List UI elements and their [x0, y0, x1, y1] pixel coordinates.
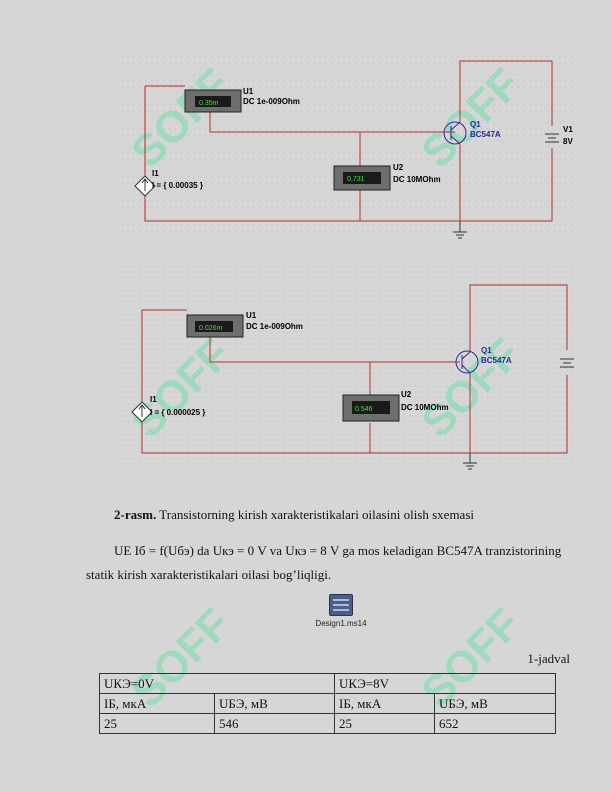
u1-reading: 0.35m [199, 100, 219, 107]
u2-name: U2 [393, 163, 404, 172]
q1-model: BC547A [470, 130, 501, 139]
data-table: UКЭ=0V UКЭ=8V IБ, мкА UБЭ, мВ IБ, мкА UБ… [99, 673, 556, 734]
figure-caption: 2-rasm. Transistorning kirish xarakteris… [114, 507, 474, 523]
v1-name: V1 [563, 125, 573, 134]
table-row: 25 546 25 652 [99, 713, 556, 734]
paragraph-line-1: UE Iб = f(Uбэ) da Uкэ = 0 V va Uкэ = 8 V… [114, 543, 562, 558]
u2-reading: 0.731 [347, 176, 365, 183]
transistor-icon [443, 121, 467, 145]
u1-reading: 0.026m [199, 325, 223, 332]
multisim-file-icon[interactable] [329, 594, 353, 616]
table-col-ib-1: IБ, мкА [99, 693, 215, 714]
table-header-uke-8: UКЭ=8V [334, 673, 556, 694]
table-header-row: UКЭ=0V UКЭ=8V [99, 673, 556, 694]
transistor-icon [455, 350, 479, 374]
table-cell: 25 [334, 713, 435, 734]
figure-caption-text: Transistorning kirish xarakteristikalari… [156, 507, 475, 522]
current-source-icon [131, 401, 153, 423]
figure-caption-label: 2-rasm. [114, 507, 157, 522]
circuit-schematic-2: I1 I = { 0.000025 } 0.026m U1 DC 1e-009O… [120, 265, 575, 470]
circuit-schematic-1: I1 I = { 0.00035 } 0.35m U1 DC 1e-009Ohm… [120, 56, 575, 239]
table-cell: 546 [214, 713, 335, 734]
table-cell: 25 [99, 713, 215, 734]
battery-icon [560, 358, 574, 368]
u1-spec: DC 1e-009Ohm [243, 97, 300, 106]
i1-name: I1 [150, 395, 157, 404]
u2-spec: DC 10MOhm [393, 175, 441, 184]
table-subheader-row: IБ, мкА UБЭ, мВ IБ, мкА UБЭ, мВ [99, 693, 556, 714]
paragraph-line-2: statik kirish xarakteristikalari oilasi … [86, 567, 332, 582]
table-label: 1-jadval [527, 651, 570, 666]
file-name-label: Design1.ms14 [315, 619, 367, 628]
current-source-icon [134, 175, 156, 197]
i1-value: I = { 0.00035 } [152, 181, 203, 190]
table-col-ube-1: UБЭ, мВ [214, 693, 335, 714]
q1-name: Q1 [470, 120, 481, 129]
u2-name: U2 [401, 390, 412, 399]
i1-name: I1 [152, 169, 159, 178]
u2-spec: DC 10MOhm [401, 403, 449, 412]
i1-value: I = { 0.000025 } [150, 408, 205, 417]
v1-value: 8V [563, 137, 573, 146]
table-col-ube-2: UБЭ, мВ [434, 693, 556, 714]
battery-icon [545, 133, 559, 143]
body-paragraph: UE Iб = f(Uбэ) da Uкэ = 0 V va Uкэ = 8 V… [86, 539, 586, 587]
q1-name: Q1 [481, 346, 492, 355]
u1-name: U1 [246, 311, 257, 320]
table-cell: 652 [434, 713, 556, 734]
table-col-ib-2: IБ, мкА [334, 693, 435, 714]
table-header-uke-0: UКЭ=0V [99, 673, 335, 694]
q1-model: BC547A [481, 356, 512, 365]
u1-name: U1 [243, 87, 254, 96]
embedded-file[interactable]: Design1.ms14 [311, 594, 371, 628]
u1-spec: DC 1e-009Ohm [246, 322, 303, 331]
u2-reading: 0.546 [355, 406, 373, 413]
